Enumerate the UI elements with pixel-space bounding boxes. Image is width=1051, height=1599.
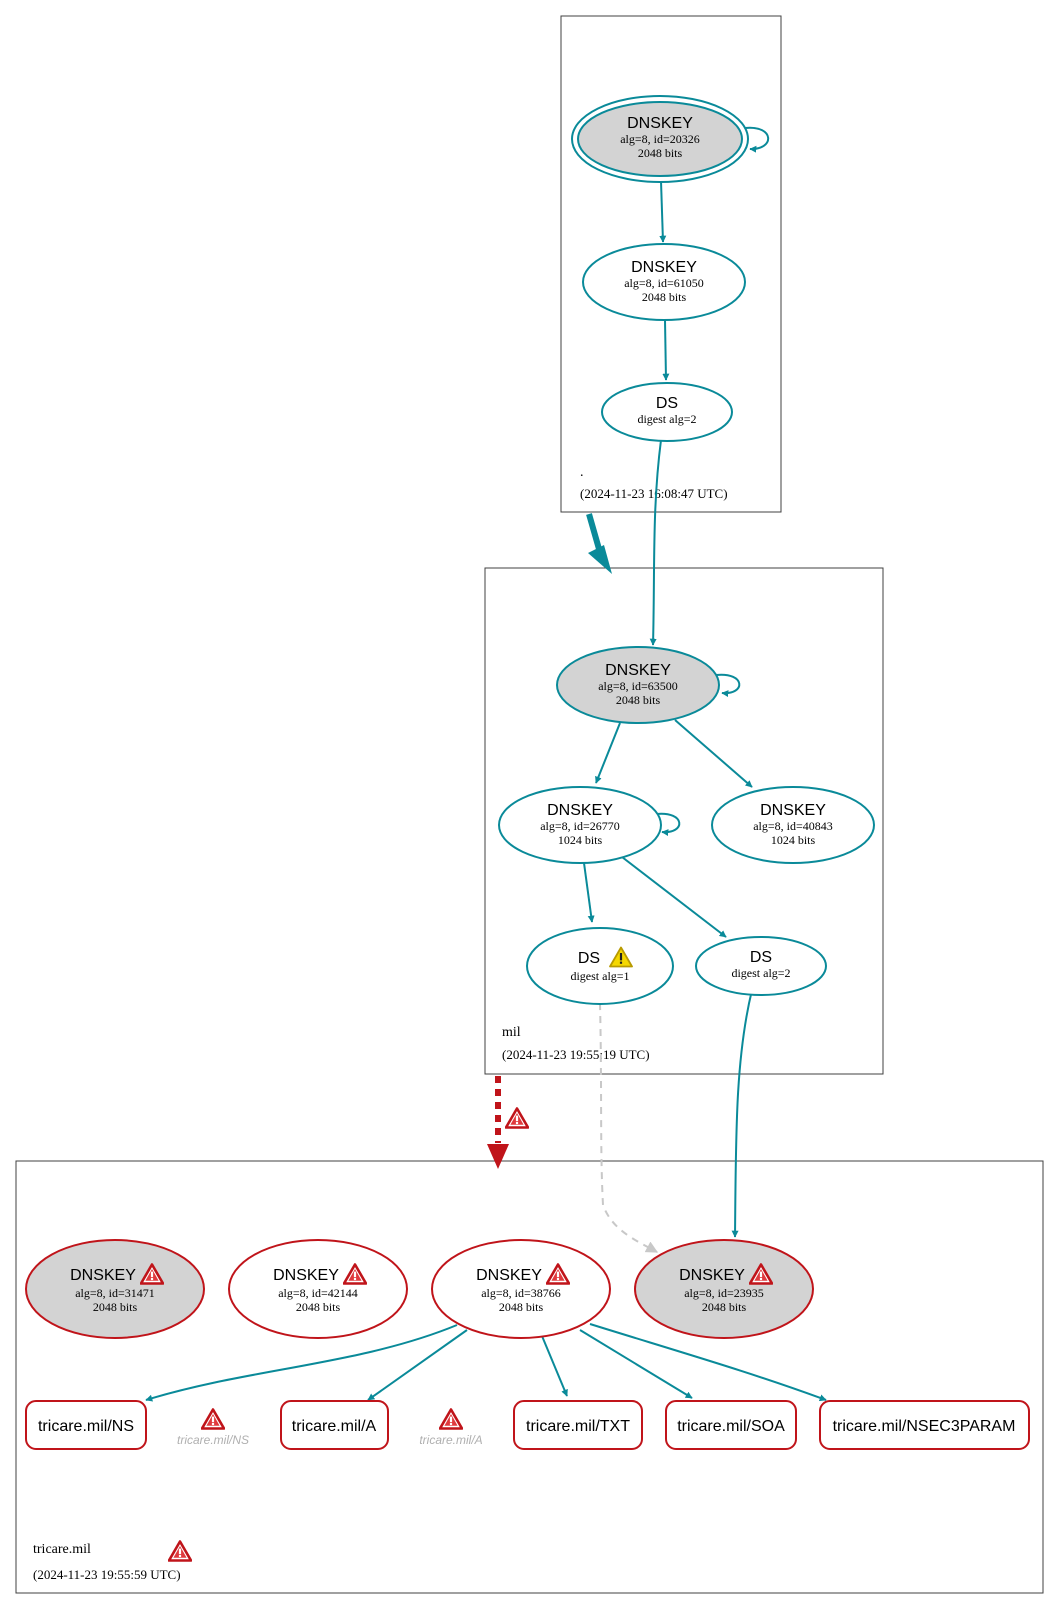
tri-key4-node[interactable]: DNSKEY alg=8, id=23935 2048 bits	[634, 1239, 814, 1339]
mil-ksk-node[interactable]: DNSKEY alg=8, id=63500 2048 bits	[556, 646, 720, 724]
ghost-rrset-ns-label: tricare.mil/NS	[177, 1433, 249, 1447]
edge-root-ds-mil-ksk	[649, 439, 662, 646]
zone-root: . (2024-11-23 16:08:47 UTC)	[560, 15, 782, 513]
error-icon	[439, 1408, 463, 1430]
tri-key2-bits: 2048 bits	[296, 1300, 341, 1314]
zone-mil-timestamp: (2024-11-23 19:55:19 UTC)	[502, 1047, 650, 1062]
ghost-rrset-a-label: tricare.mil/A	[419, 1433, 482, 1447]
mil-ksk-type: DNSKEY	[605, 662, 671, 679]
rrset-a-label: tricare.mil/A	[292, 1418, 377, 1435]
root-zsk-bits: 2048 bits	[642, 290, 687, 304]
edge-mil-zsk1-ds2	[621, 856, 727, 938]
edge-mil-zsk1-ds1	[583, 862, 595, 923]
rrset-txt-node[interactable]: tricare.mil/TXT	[513, 1400, 643, 1450]
edge-tri-key3-a	[367, 1329, 468, 1401]
root-ds-node[interactable]: DS digest alg=2	[601, 382, 733, 442]
tri-key1-type: DNSKEY	[70, 1267, 136, 1284]
rrset-soa-node[interactable]: tricare.mil/SOA	[665, 1400, 797, 1450]
root-ds-detail: digest alg=2	[637, 412, 696, 426]
tri-key2-detail: alg=8, id=42144	[278, 1286, 358, 1300]
mil-zsk2-type: DNSKEY	[760, 802, 826, 819]
mil-ksk-bits: 2048 bits	[616, 693, 661, 707]
edge-mil-ksk-zsk1	[595, 722, 621, 784]
tri-key4-type: DNSKEY	[679, 1267, 745, 1284]
mil-ds1-node[interactable]: DS digest alg=1	[526, 927, 674, 1005]
mil-ksk-detail: alg=8, id=63500	[598, 679, 678, 693]
edges	[145, 126, 827, 1402]
edge-mil-ds1-tri-key4-dashed	[599, 1002, 659, 1253]
ghost-rrset-ns: tricare.mil/NS	[177, 1408, 249, 1447]
root-zsk-type: DNSKEY	[631, 259, 697, 276]
tri-key4-bits: 2048 bits	[702, 1300, 747, 1314]
mil-zsk2-node[interactable]: DNSKEY alg=8, id=40843 1024 bits	[711, 786, 875, 864]
root-zsk-detail: alg=8, id=61050	[624, 276, 704, 290]
edge-tri-key3-nsec3param	[589, 1323, 827, 1402]
rrset-nsec3param-node[interactable]: tricare.mil/NSEC3PARAM	[819, 1400, 1030, 1450]
edge-tri-key3-soa	[579, 1329, 693, 1399]
tri-key1-bits: 2048 bits	[93, 1300, 138, 1314]
edge-root-ksk-self	[744, 126, 770, 153]
mil-zsk2-detail: alg=8, id=40843	[753, 819, 833, 833]
root-ksk-detail: alg=8, id=20326	[620, 132, 700, 146]
root-ksk-node[interactable]: DNSKEY alg=8, id=20326 2048 bits	[571, 95, 749, 183]
rrset-nsec3param-label: tricare.mil/NSEC3PARAM	[833, 1418, 1016, 1435]
root-ksk-type: DNSKEY	[627, 115, 693, 132]
ghost-rrset-a: tricare.mil/A	[419, 1408, 483, 1447]
root-zsk-node[interactable]: DNSKEY alg=8, id=61050 2048 bits	[582, 243, 746, 321]
tri-key2-type: DNSKEY	[273, 1267, 339, 1284]
zone-root-name: .	[580, 465, 584, 480]
rrset-a-node[interactable]: tricare.mil/A	[280, 1400, 389, 1450]
mil-ds1-detail: digest alg=1	[570, 969, 629, 983]
rrset-txt-label: tricare.mil/TXT	[526, 1418, 630, 1435]
mil-zsk1-type: DNSKEY	[547, 802, 613, 819]
zone-tricare: tricare.mil (2024-11-23 19:55:59 UTC)	[15, 1160, 1044, 1594]
mil-zsk1-node[interactable]: DNSKEY alg=8, id=26770 1024 bits	[498, 786, 662, 864]
zone-root-timestamp: (2024-11-23 16:08:47 UTC)	[580, 486, 728, 501]
edge-mil-ds2-tri-key4	[731, 989, 753, 1238]
edge-root-ksk-zsk	[659, 180, 667, 243]
edge-mil-zsk1-self	[655, 812, 681, 837]
tri-key4-detail: alg=8, id=23935	[684, 1286, 764, 1300]
rrset-ns-label: tricare.mil/NS	[38, 1418, 134, 1435]
mil-zsk2-bits: 1024 bits	[771, 833, 816, 847]
mil-ds2-type: DS	[750, 949, 772, 966]
edge-tri-key3-ns	[145, 1324, 458, 1402]
rrset-soa-label: tricare.mil/SOA	[677, 1418, 785, 1435]
edge-mil-ksk-self	[715, 673, 741, 698]
tri-key3-detail: alg=8, id=38766	[481, 1286, 561, 1300]
delegation-mil-to-tricare-broken	[487, 1076, 529, 1169]
mil-ds2-node[interactable]: DS digest alg=2	[695, 936, 827, 996]
delegation-root-to-mil	[586, 513, 612, 574]
root-ksk-bits: 2048 bits	[638, 146, 683, 160]
mil-zsk1-bits: 1024 bits	[558, 833, 603, 847]
mil-zsk1-detail: alg=8, id=26770	[540, 819, 620, 833]
tri-key1-detail: alg=8, id=31471	[75, 1286, 155, 1300]
zone-tricare-timestamp: (2024-11-23 19:55:59 UTC)	[33, 1567, 181, 1582]
edge-tri-key3-txt	[541, 1335, 568, 1397]
tri-key2-node[interactable]: DNSKEY alg=8, id=42144 2048 bits	[228, 1239, 408, 1339]
mil-ds1-type: DS	[578, 950, 600, 967]
error-icon	[201, 1408, 225, 1430]
tri-key1-node[interactable]: DNSKEY alg=8, id=31471 2048 bits	[25, 1239, 205, 1339]
error-icon	[168, 1540, 192, 1562]
edge-mil-ksk-zsk2	[674, 719, 753, 788]
tri-key3-bits: 2048 bits	[499, 1300, 544, 1314]
mil-ds2-detail: digest alg=2	[731, 966, 790, 980]
zone-tricare-name: tricare.mil	[33, 1542, 91, 1557]
zone-mil: mil (2024-11-23 19:55:19 UTC)	[484, 567, 884, 1075]
tri-key3-type: DNSKEY	[476, 1267, 542, 1284]
error-icon	[505, 1107, 529, 1129]
rrset-ns-node[interactable]: tricare.mil/NS	[25, 1400, 147, 1450]
edge-root-zsk-ds	[662, 319, 670, 381]
tri-key3-node[interactable]: DNSKEY alg=8, id=38766 2048 bits	[431, 1239, 611, 1339]
zone-mil-name: mil	[502, 1025, 521, 1040]
root-ds-type: DS	[656, 395, 678, 412]
